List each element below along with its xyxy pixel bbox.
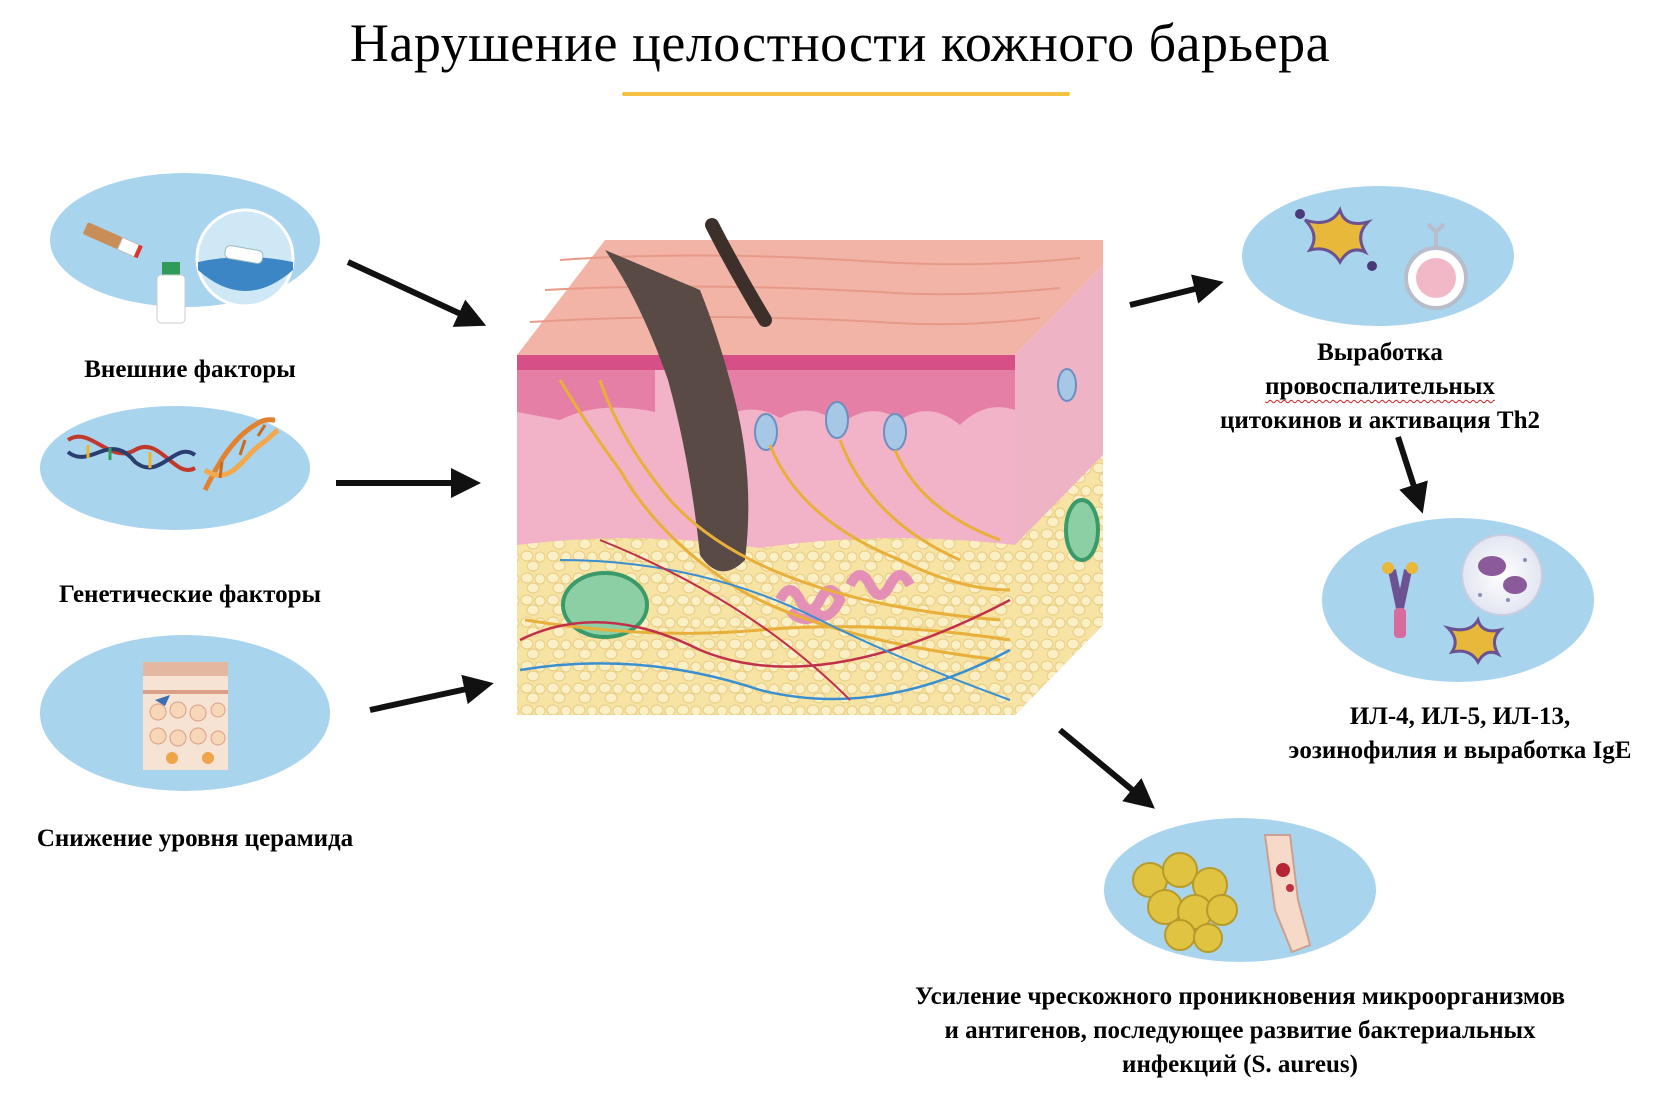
polluted-water-icon [195,208,295,308]
page-title: Нарушение целостности кожного барьера [349,13,1331,73]
label-il: ИЛ-4, ИЛ-5, ИЛ-13, эозинофилия и выработ… [1250,700,1670,768]
bottle-icon [156,262,186,324]
skin-layers-icon [143,662,228,770]
cigarette-icon [83,222,143,259]
antibody-icon [1382,562,1418,638]
label-il-line-2: эозинофилия и выработка IgE [1288,737,1632,764]
label-cytokines-line-3: цитокинов и активация Th2 [1219,407,1540,434]
cytokine-molecule-icon [1295,206,1377,271]
label-infection-line-3: инфекций (S. aureus) [1122,1051,1358,1078]
cause-external [50,173,320,324]
label-infection: Усиление чрескожного проникновения микро… [830,980,1650,1082]
effect-infection [1104,818,1376,962]
bubble-cytokines [1242,186,1514,326]
label-infection-line-1: Усиление чрескожного проникновения микро… [915,983,1565,1010]
arrow-skin-to-infection [1058,727,1155,809]
effect-il [1322,518,1594,682]
infected-arm-icon [1263,834,1312,954]
skin-cross-section-icon [517,218,1103,715]
cause-ceramide [40,635,330,791]
label-infection-line-2: и антигенов, последующее развитие бактер… [944,1017,1536,1044]
bubble-il [1322,518,1594,682]
arrow-ceramide-to-skin [369,674,494,713]
dna-icon [66,417,280,492]
label-il-line-1: ИЛ-4, ИЛ-5, ИЛ-13, [1349,703,1571,730]
label-external: Внешние факторы [84,356,296,383]
effect-cytokines [1242,186,1514,326]
arrow-skin-to-cytokines [1129,274,1224,308]
bubble-genetic [40,406,310,530]
label-ceramide: Снижение уровня церамида [36,825,354,852]
arrow-external-to-skin [346,259,487,327]
cytokine-molecule-icon [1442,616,1505,666]
title-underline [622,92,1070,96]
arrow-cytokines-to-il [1395,436,1428,514]
label-cytokines: Выработка провоспалительных цитокинов и … [1170,336,1590,438]
label-cytokines-line-2: провоспалительных [1265,373,1495,400]
eosinophil-icon [1461,534,1543,616]
label-genetic: Генетические факторы [58,581,322,608]
label-cytokines-line-1: Выработка [1317,339,1443,366]
staphylococcus-cluster-icon [1132,852,1238,953]
th2-cell-icon [1404,222,1468,310]
cause-genetic [40,406,310,530]
